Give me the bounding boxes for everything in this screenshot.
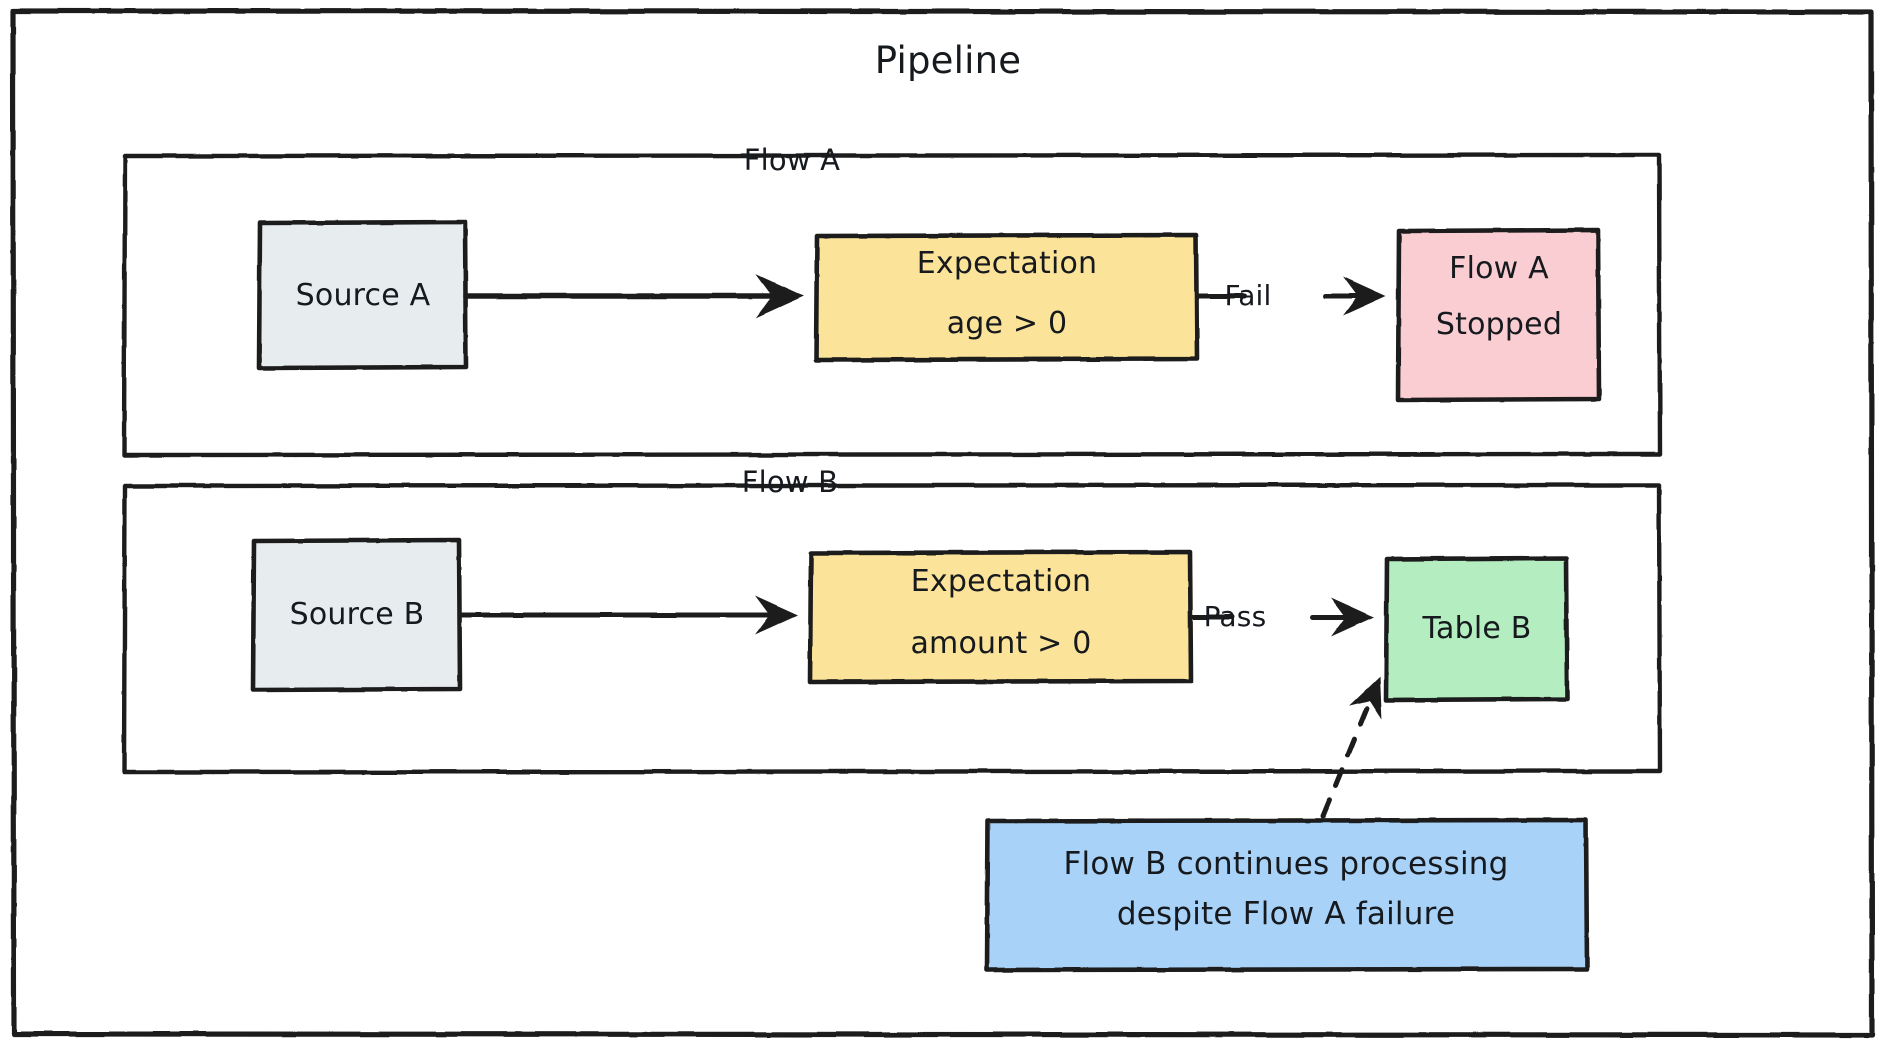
flow-b-container-outline — [121, 482, 1663, 775]
node-table-b-shape — [1383, 555, 1570, 703]
note-box-shape — [984, 817, 1590, 973]
node-source-b-shape — [250, 537, 463, 693]
node-flow-a-stopped-shape — [1395, 227, 1602, 403]
flow-a-container-outline — [121, 152, 1663, 458]
pipeline-container[interactable] — [12, 10, 1873, 1036]
node-expectation-b-shape — [807, 549, 1194, 685]
node-expectation-a-shape — [813, 232, 1200, 363]
pipeline-container-outline — [10, 8, 1875, 1038]
node-source-a-shape — [256, 219, 469, 371]
edge-note-to-table-b-dashed — [1320, 676, 1382, 819]
